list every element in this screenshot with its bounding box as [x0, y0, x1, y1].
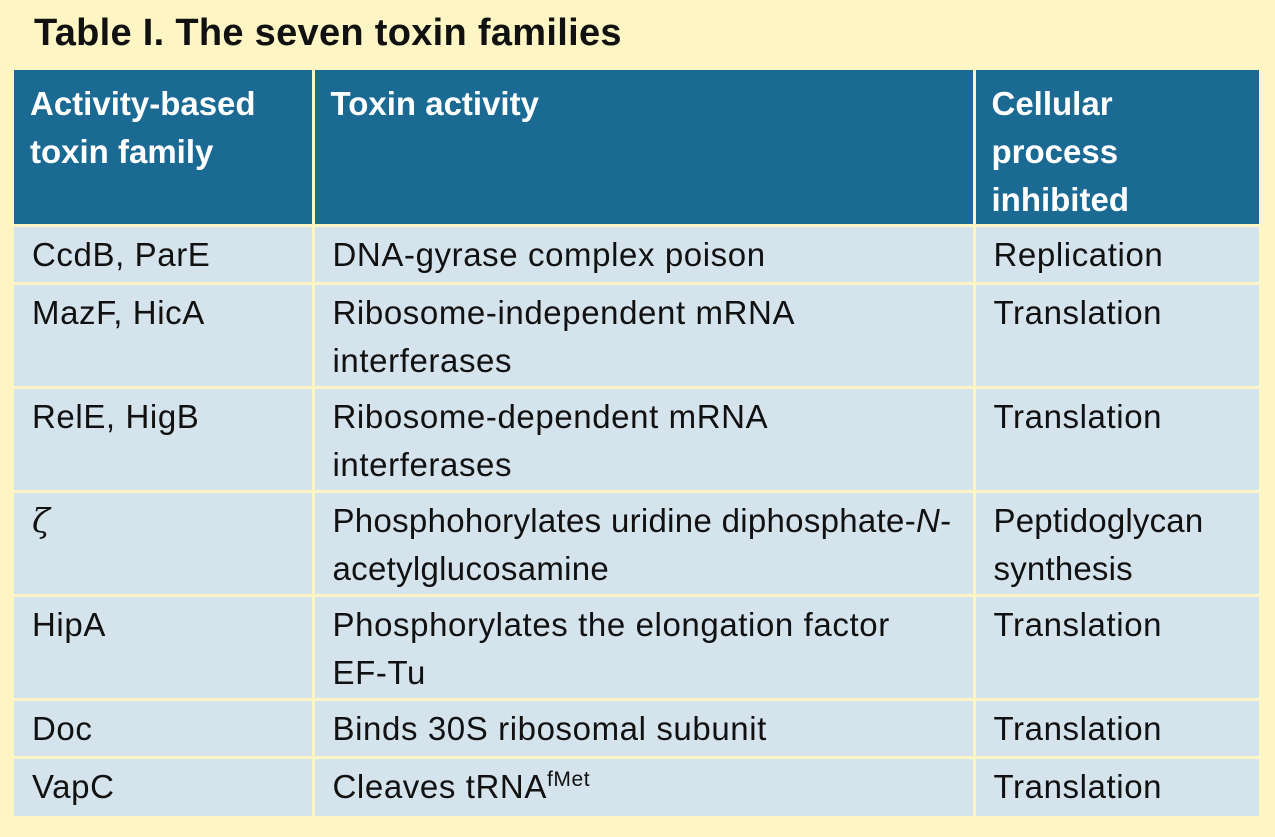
cell-family: VapC — [14, 756, 315, 816]
cell-process: Replication — [974, 224, 1259, 284]
header-row: Activity-based toxin family Toxin activi… — [14, 70, 1259, 226]
cell-activity-text: Ribosome-dependent mRNA interferases — [332, 398, 767, 483]
header-activity: Toxin activity — [313, 70, 976, 226]
table-body: CcdB, ParE DNA-gyrase complex poison Rep… — [14, 224, 1259, 816]
cell-activity: DNA-gyrase complex poison — [313, 224, 976, 284]
cell-activity: Ribosome-independent mRNA interferases — [313, 282, 976, 388]
cell-activity-base: Cleaves tRNA — [332, 768, 547, 805]
cell-activity-text: Phosphorylates the elongation factor EF-… — [332, 606, 890, 691]
cell-activity-pre: Phosphohorylates uridine diphosphate- — [332, 502, 916, 539]
cell-activity-text: Ribosome-independent mRNA interferases — [332, 294, 794, 379]
table-header: Activity-based toxin family Toxin activi… — [14, 70, 1259, 226]
table-row: ζ Phosphohorylates uridine diphosphate-N… — [14, 490, 1259, 596]
cell-process: Translation — [974, 386, 1259, 492]
cell-family: MazF, HicA — [14, 282, 315, 388]
cell-family: Doc — [14, 698, 315, 758]
cell-activity-line1: Phosphohorylates uridine diphosphate-N-a… — [332, 497, 972, 593]
cell-activity-italic: N — [916, 502, 941, 539]
header-process-text: Cellular process inhibited — [991, 85, 1129, 218]
cell-process: Translation — [974, 698, 1259, 758]
table-row: HipA Phosphorylates the elongation facto… — [14, 594, 1259, 700]
table-row: VapC Cleaves tRNAfMet Translation — [14, 756, 1259, 816]
cell-activity: Phosphohorylates uridine diphosphate-N-a… — [313, 490, 976, 596]
header-family-text: Activity-based toxin family — [30, 85, 256, 170]
cell-family: HipA — [14, 594, 315, 700]
cell-process: Translation — [974, 282, 1259, 388]
cell-family: ζ — [14, 490, 315, 596]
table-row: RelE, HigB Ribosome-dependent mRNA inter… — [14, 386, 1259, 492]
table-row: Doc Binds 30S ribosomal subunit Translat… — [14, 698, 1259, 758]
header-process: Cellular process inhibited — [974, 70, 1259, 226]
cell-activity: Binds 30S ribosomal subunit — [313, 698, 976, 758]
cell-family: RelE, HigB — [14, 386, 315, 492]
cell-process: Peptidoglycan synthesis — [974, 490, 1259, 596]
table-row: MazF, HicA Ribosome-independent mRNA int… — [14, 282, 1259, 388]
cell-activity: Phosphorylates the elongation factor EF-… — [313, 594, 976, 700]
cell-process: Translation — [974, 594, 1259, 700]
cell-process-text: Peptidoglycan synthesis — [993, 502, 1204, 587]
cell-activity: Cleaves tRNAfMet — [313, 756, 976, 816]
table-row: CcdB, ParE DNA-gyrase complex poison Rep… — [14, 224, 1259, 284]
cell-activity-sup: fMet — [546, 768, 591, 791]
cell-activity: Ribosome-dependent mRNA interferases — [313, 386, 976, 492]
table-title: Table I. The seven toxin families — [34, 12, 622, 54]
header-family: Activity-based toxin family — [14, 70, 315, 226]
toxin-families-table: Activity-based toxin family Toxin activi… — [14, 70, 1259, 816]
cell-family: CcdB, ParE — [14, 224, 315, 284]
cell-activity-post: -acetylglucosamine — [332, 502, 952, 587]
cell-process: Translation — [974, 756, 1259, 816]
